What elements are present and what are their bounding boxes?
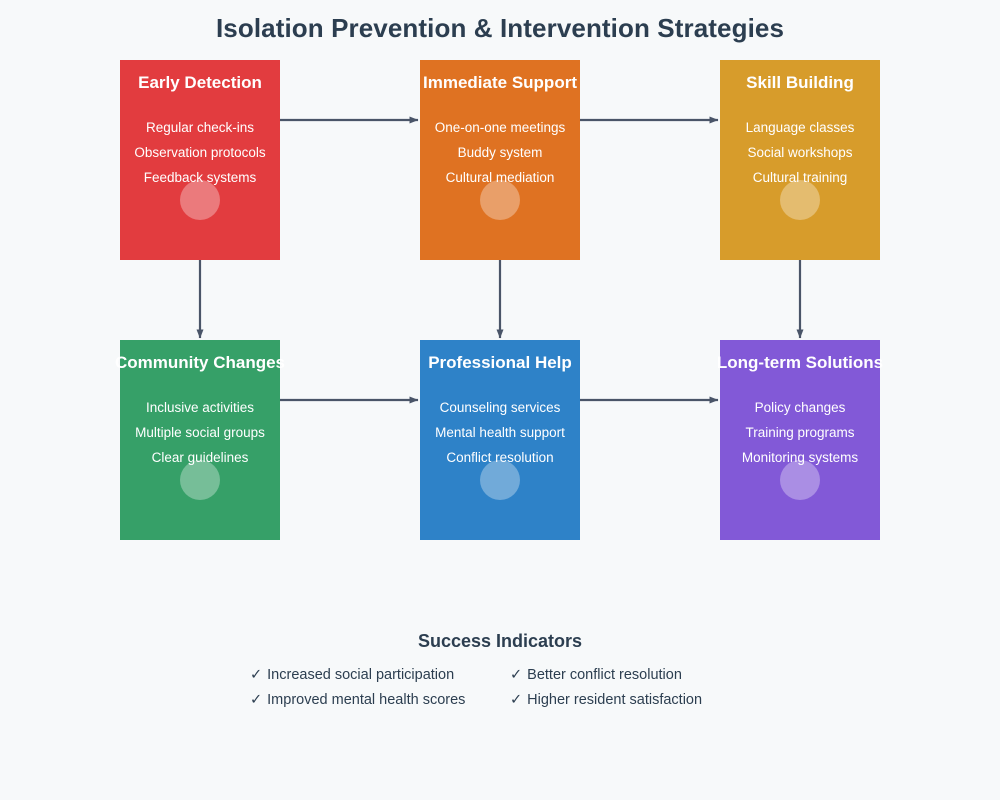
stage-item: Multiple social groups <box>135 425 265 440</box>
stage-item: One-on-one meetings <box>434 120 566 135</box>
stage-title: Skill Building <box>746 73 854 92</box>
stage-dot-icon <box>780 460 820 500</box>
stage-title: Community Changes <box>114 353 286 372</box>
stage-box-long-term-solutions[interactable]: Long-term Solutions Policy changes Train… <box>717 340 883 540</box>
stage-item: Cultural mediation <box>445 170 555 185</box>
stage-item: Conflict resolution <box>446 450 554 465</box>
check-icon: ✓ <box>510 692 523 708</box>
check-icon: ✓ <box>510 667 523 683</box>
check-icon: ✓ <box>250 667 263 683</box>
stage-item: Inclusive activities <box>145 400 255 415</box>
success-item: ✓Increased social participation <box>250 663 510 688</box>
stage-dot-icon <box>180 180 220 220</box>
stage-item: Language classes <box>745 120 855 135</box>
stage-item: Regular check-ins <box>145 120 255 135</box>
stage-dot-icon <box>180 460 220 500</box>
stage-items: Language classes Social workshops Cultur… <box>650 115 950 190</box>
stage-items: Regular check-ins Observation protocols … <box>50 115 350 190</box>
stage-box-community-changes[interactable]: Community Changes Inclusive activities M… <box>115 340 285 540</box>
stage-item: Cultural training <box>752 170 848 185</box>
success-item-label: Improved mental health scores <box>267 692 466 708</box>
stage-item: Training programs <box>745 425 855 440</box>
stage-items: One-on-one meetings Buddy system Cultura… <box>350 115 650 190</box>
stage-title: Long-term Solutions <box>716 353 884 372</box>
success-indicators-list: ✓Increased social participation ✓Better … <box>250 663 770 713</box>
stage-item: Social workshops <box>747 145 853 160</box>
stage-items: Policy changes Training programs Monitor… <box>650 395 950 470</box>
stage-item: Feedback systems <box>143 170 257 185</box>
success-row: ✓Improved mental health scores ✓Higher r… <box>250 688 770 713</box>
success-item: ✓Higher resident satisfaction <box>510 688 770 713</box>
stage-items: Inclusive activities Multiple social gro… <box>50 395 350 470</box>
page-title: Isolation Prevention & Intervention Stra… <box>215 13 785 43</box>
stage-item: Monitoring systems <box>741 450 859 465</box>
check-icon: ✓ <box>250 692 263 708</box>
success-indicators-title: Success Indicators <box>417 631 583 651</box>
stage-item: Observation protocols <box>134 145 266 160</box>
stage-box-skill-building[interactable]: Skill Building Language classes Social w… <box>720 60 880 260</box>
stage-box-professional-help[interactable]: Professional Help Counseling services Me… <box>420 340 580 540</box>
stage-item: Policy changes <box>754 400 846 415</box>
success-item-label: Increased social participation <box>267 667 455 683</box>
success-item-label: Better conflict resolution <box>527 667 682 683</box>
stage-box-immediate-support[interactable]: Immediate Support One-on-one meetings Bu… <box>420 60 580 260</box>
stage-title: Immediate Support <box>423 73 577 92</box>
success-row: ✓Increased social participation ✓Better … <box>250 663 770 688</box>
stage-title: Professional Help <box>428 353 572 372</box>
success-item: ✓Improved mental health scores <box>250 688 510 713</box>
stage-item: Buddy system <box>457 145 543 160</box>
stage-title: Early Detection <box>138 73 262 92</box>
stage-dot-icon <box>480 180 520 220</box>
stage-box-early-detection[interactable]: Early Detection Regular check-ins Observ… <box>120 60 280 260</box>
stage-dot-icon <box>780 180 820 220</box>
stage-items: Counseling services Mental health suppor… <box>350 395 650 470</box>
success-item-label: Higher resident satisfaction <box>527 692 703 708</box>
stage-item: Mental health support <box>435 425 565 440</box>
success-item: ✓Better conflict resolution <box>510 663 770 688</box>
stage-item: Counseling services <box>439 400 561 415</box>
stage-dot-icon <box>480 460 520 500</box>
stage-item: Clear guidelines <box>151 450 249 465</box>
